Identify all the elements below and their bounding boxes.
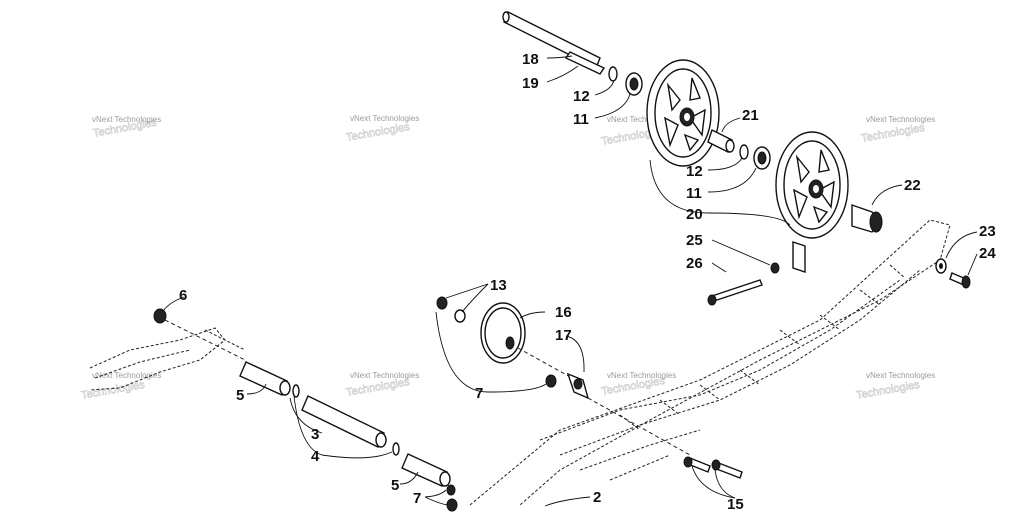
wheel-16 bbox=[480, 302, 526, 364]
svg-text:Technologies: Technologies bbox=[860, 122, 926, 145]
bearing-lower bbox=[753, 146, 771, 170]
watermark-8: Technologies vNext Technologies bbox=[855, 371, 935, 402]
washer-23 bbox=[935, 258, 947, 274]
callout-25: 25 bbox=[686, 232, 703, 249]
svg-text:vNext Technologies: vNext Technologies bbox=[866, 115, 935, 124]
watermark-6: Technologies vNext Technologies bbox=[345, 371, 419, 399]
snap-ring-lower bbox=[739, 144, 749, 160]
callout-19: 19 bbox=[522, 75, 539, 92]
callout-5-lower: 5 bbox=[391, 477, 399, 494]
washer-7-lower bbox=[446, 484, 458, 512]
callout-12-lower: 12 bbox=[686, 163, 703, 180]
ring-4-upper bbox=[292, 384, 300, 398]
axle-end-cap bbox=[851, 204, 883, 233]
svg-text:vNext Technologies: vNext Technologies bbox=[866, 371, 935, 380]
callout-24: 24 bbox=[979, 245, 996, 262]
slide-rail-frame bbox=[469, 219, 951, 506]
callout-15: 15 bbox=[727, 496, 744, 512]
watermark-7: Technologies vNext Technologies bbox=[600, 371, 676, 398]
leader-lines bbox=[163, 55, 978, 507]
svg-text:vNext Technologies: vNext Technologies bbox=[350, 371, 419, 380]
svg-text:Technologies: Technologies bbox=[80, 379, 146, 402]
watermark-4: Technologies vNext Technologies bbox=[860, 115, 935, 145]
ring-4-lower bbox=[392, 442, 400, 456]
rear-rail-section bbox=[89, 327, 246, 391]
centerline-bolt-15 bbox=[587, 397, 691, 456]
nut-6 bbox=[153, 308, 167, 324]
callout-7-mid: 7 bbox=[475, 385, 483, 402]
callout-16: 16 bbox=[555, 304, 572, 321]
nut-13 bbox=[436, 296, 448, 310]
watermark-5: Technologies vNext Technologies bbox=[80, 371, 161, 402]
bolt-15-a bbox=[683, 456, 711, 473]
wheel-spacer bbox=[707, 129, 735, 153]
cap-screw-26 bbox=[707, 279, 763, 306]
callout-20: 20 bbox=[686, 206, 703, 223]
callout-23: 23 bbox=[979, 223, 996, 240]
callout-22: 22 bbox=[904, 177, 921, 194]
callout-12-upper: 12 bbox=[573, 88, 590, 105]
mounting-bracket bbox=[792, 241, 806, 273]
callout-5-upper: 5 bbox=[236, 387, 244, 404]
svg-text:vNext Technologies: vNext Technologies bbox=[607, 115, 676, 124]
callout-18: 18 bbox=[522, 51, 539, 68]
callout-11-lower: 11 bbox=[686, 185, 702, 202]
bearing-upper bbox=[625, 72, 643, 96]
callout-21: 21 bbox=[742, 107, 759, 124]
svg-text:Technologies: Technologies bbox=[345, 121, 411, 144]
centerline-wheel-16 bbox=[517, 347, 573, 379]
svg-text:Technologies: Technologies bbox=[855, 379, 921, 402]
callout-26: 26 bbox=[686, 255, 703, 272]
svg-text:vNext Technologies: vNext Technologies bbox=[350, 114, 419, 123]
cap-screw-24 bbox=[949, 272, 971, 289]
callout-4: 4 bbox=[311, 448, 320, 465]
shaft-3 bbox=[301, 395, 387, 448]
svg-text:vNext Technologies: vNext Technologies bbox=[607, 371, 676, 380]
svg-text:vNext Technologies: vNext Technologies bbox=[92, 115, 161, 124]
callout-7-lower: 7 bbox=[413, 490, 421, 507]
watermark-2: Technologies vNext Technologies bbox=[345, 114, 419, 144]
adapter-17 bbox=[566, 372, 590, 400]
idler-wheel-upper bbox=[646, 59, 720, 167]
callout-3: 3 bbox=[311, 426, 319, 443]
upper-axle-shaft bbox=[502, 11, 606, 75]
bolt-15-b bbox=[711, 459, 743, 479]
snap-ring-upper bbox=[608, 66, 618, 82]
callout-2: 2 bbox=[593, 489, 601, 506]
callout-17: 17 bbox=[555, 327, 572, 344]
callout-11-upper: 11 bbox=[573, 111, 589, 128]
idler-wheel-lower bbox=[775, 131, 849, 239]
watermark-1: Technologies vNext Technologies bbox=[92, 115, 161, 140]
callout-13: 13 bbox=[490, 277, 507, 294]
washer-7-mid bbox=[545, 374, 557, 388]
callout-6: 6 bbox=[179, 287, 187, 304]
washer-13 bbox=[454, 309, 466, 323]
centerline-left-shaft bbox=[164, 319, 246, 361]
spacer-5-upper bbox=[239, 361, 291, 396]
svg-text:vNext Technologies: vNext Technologies bbox=[92, 371, 161, 380]
lock-nut-25 bbox=[770, 262, 780, 274]
spacer-5-lower bbox=[401, 453, 451, 487]
